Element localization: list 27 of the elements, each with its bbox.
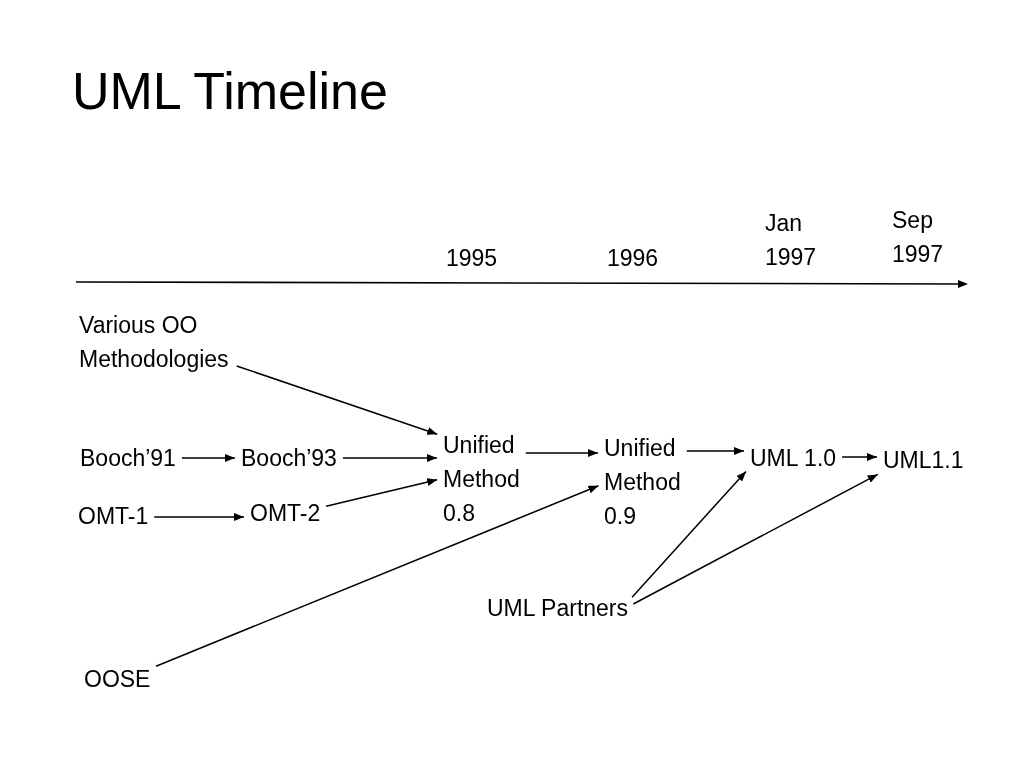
year-label: 1996 xyxy=(607,244,659,273)
milestone-label: OMT-2 xyxy=(250,496,321,530)
milestone-label: UML1.1 xyxy=(883,443,964,477)
milestone-label: Unified Method 0.8 xyxy=(443,428,520,530)
arrow xyxy=(325,478,438,507)
year-label: Jan 1997 xyxy=(765,209,817,272)
milestone-label: Unified Method 0.9 xyxy=(604,431,681,533)
milestone-label: UML Partners xyxy=(487,591,629,625)
arrow xyxy=(181,454,236,462)
arrow xyxy=(235,365,439,435)
milestone-label: Booch’91 xyxy=(80,441,176,475)
milestone-label: Various OO Methodologies xyxy=(79,308,231,376)
arrow xyxy=(155,485,600,667)
arrow xyxy=(685,447,745,455)
arrow xyxy=(153,513,245,521)
arrow xyxy=(631,470,747,598)
milestone-label: OOSE xyxy=(84,662,151,696)
year-label: 1995 xyxy=(446,244,498,273)
milestone-label: UML 1.0 xyxy=(750,441,837,475)
arrow xyxy=(524,449,599,457)
arrow xyxy=(342,454,438,462)
milestone-label: Booch’93 xyxy=(241,441,337,475)
slide-title: UML Timeline xyxy=(72,61,388,122)
milestone-label: OMT-1 xyxy=(78,499,149,533)
arrow xyxy=(841,453,878,461)
arrow xyxy=(632,473,879,605)
year-label: Sep 1997 xyxy=(892,206,944,269)
